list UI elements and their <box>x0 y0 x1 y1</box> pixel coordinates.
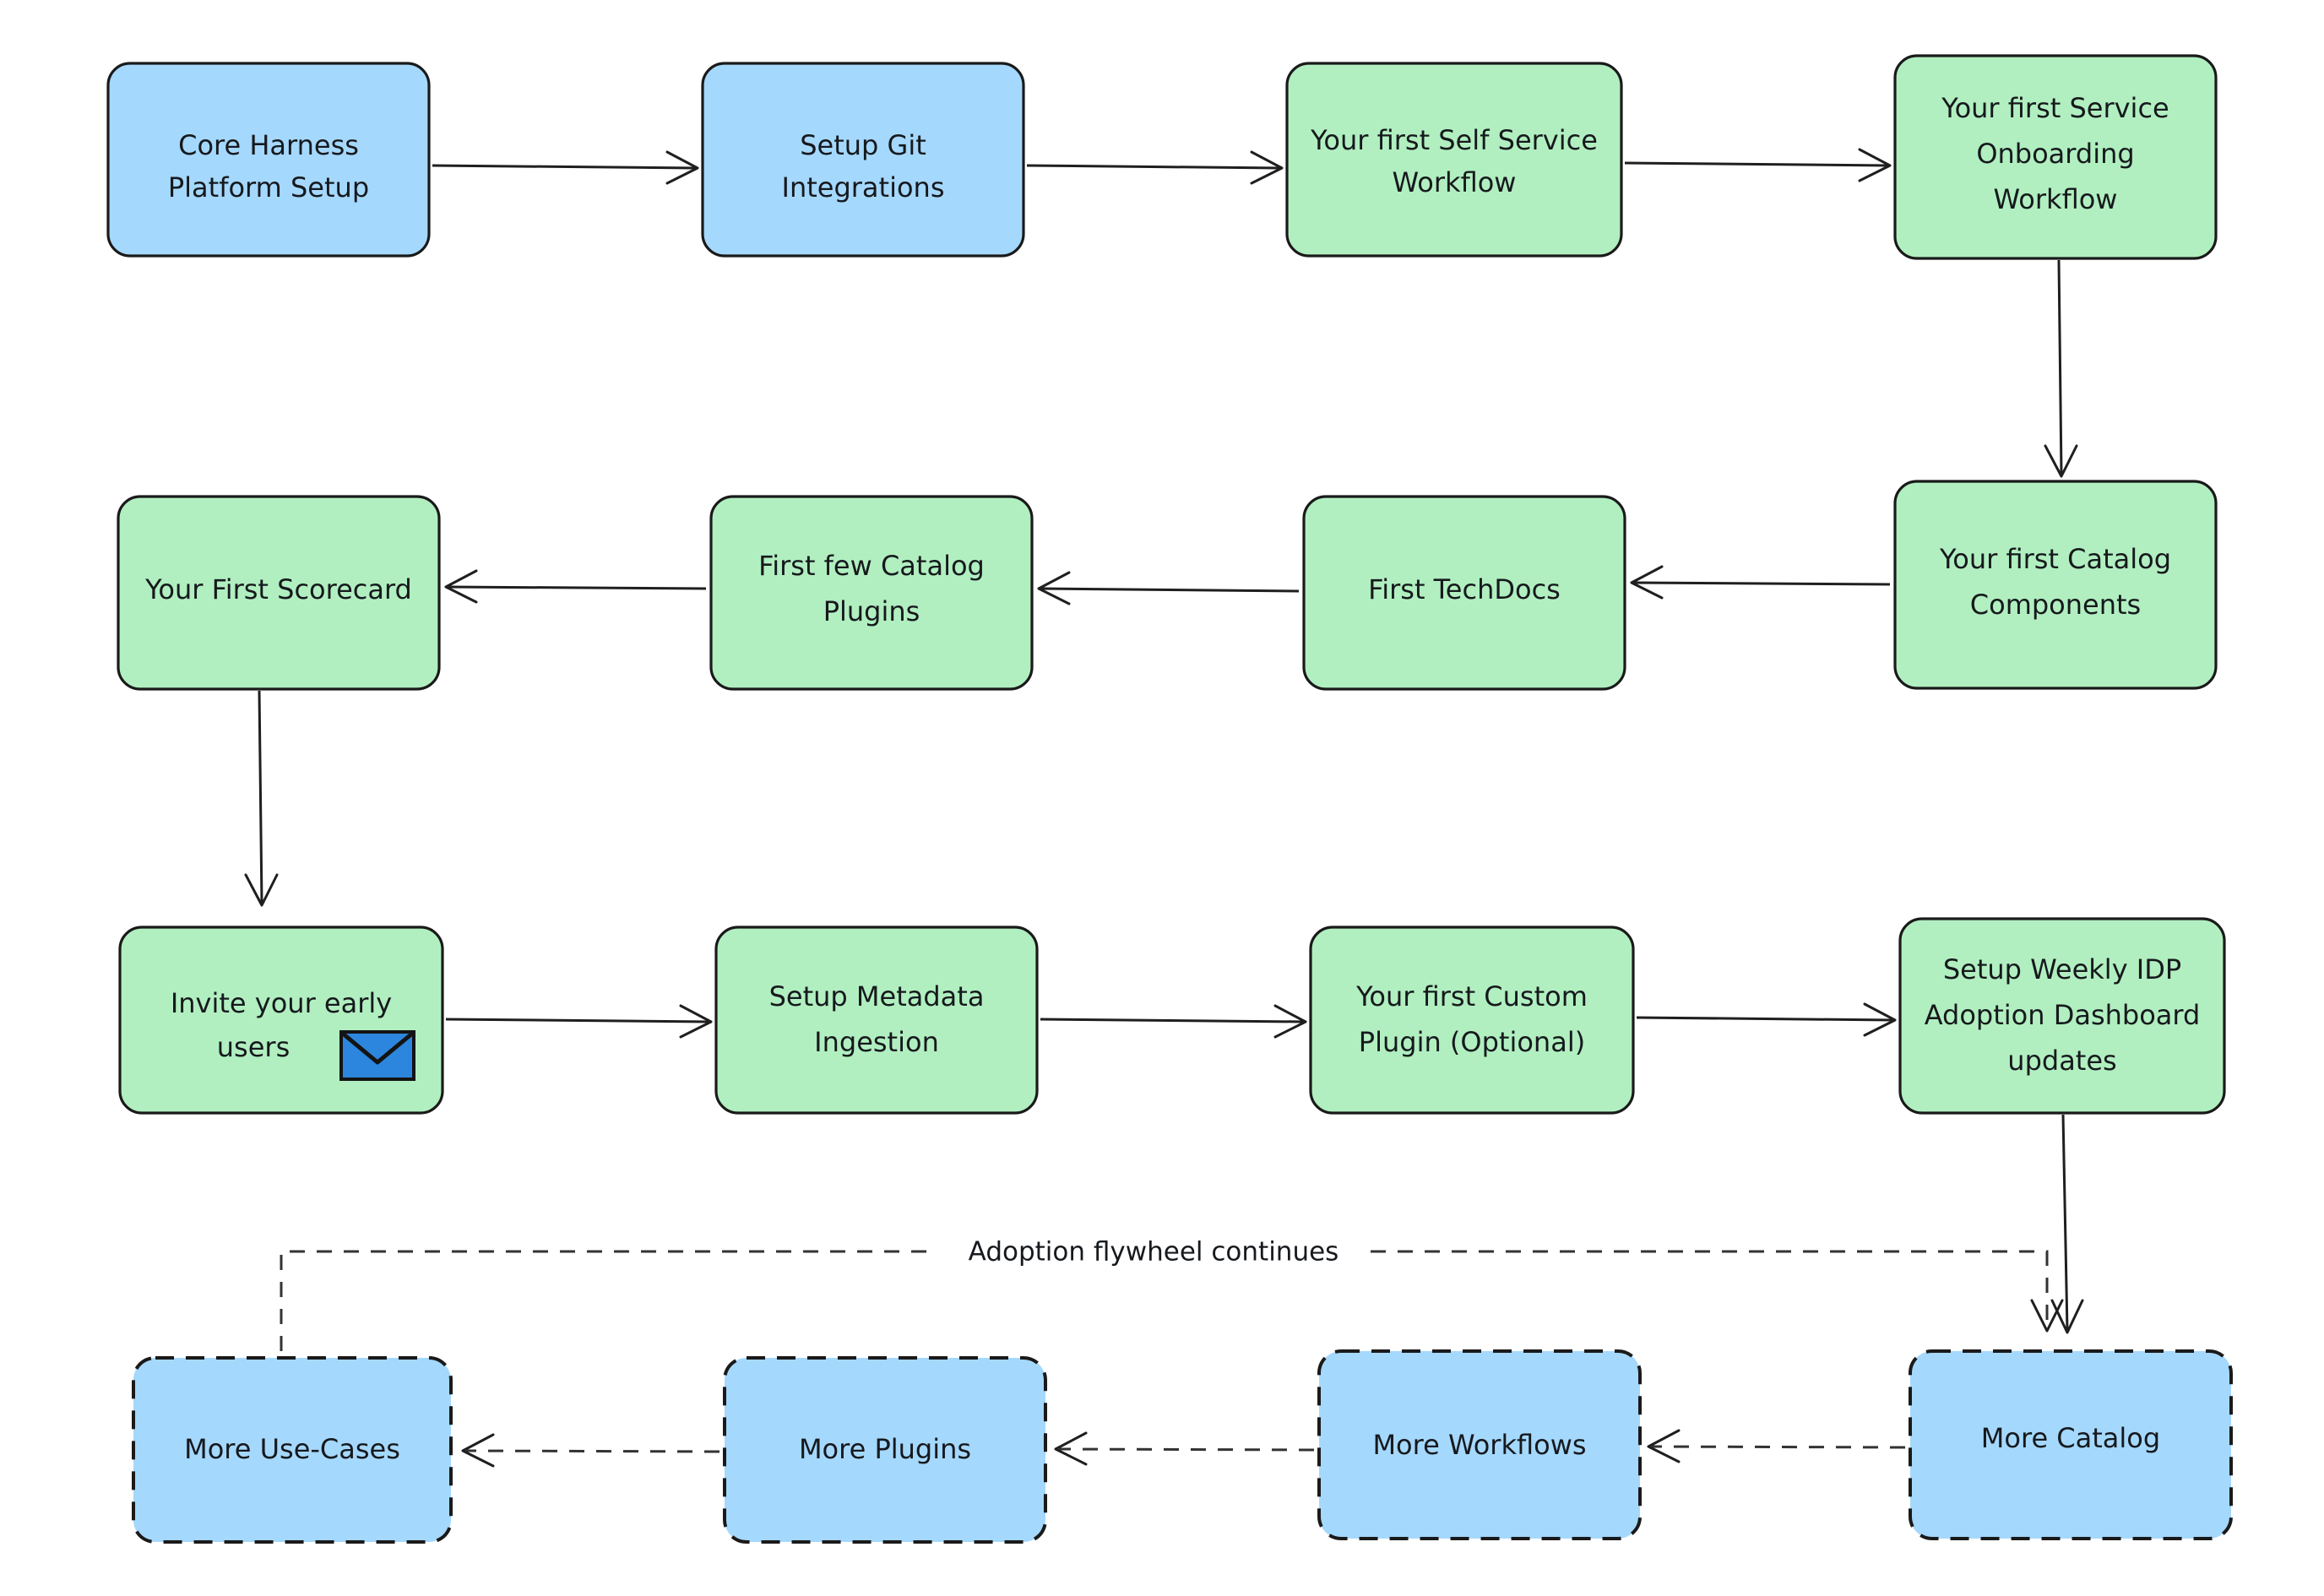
node-setup-metadata-ingestion[interactable]: Setup Metadata Ingestion <box>714 926 1039 1115</box>
node-rect-your-first-self-service-workflow[interactable] <box>1285 62 1623 258</box>
node-label-setup-git-line1: Setup Git <box>800 129 926 161</box>
node-rect-more-use-cases[interactable] <box>132 1356 453 1544</box>
node-rect-setup-weekly-idp-adoption-dashboard-updates[interactable] <box>1898 917 2226 1115</box>
edge-catalogcomponents-to-techdocs <box>1630 565 1891 600</box>
node-label-more-catalog: More Catalog <box>1981 1422 2160 1454</box>
node-label-more-workflows: More Workflows <box>1372 1429 1586 1461</box>
edge-git-to-selfservice <box>1026 150 1284 185</box>
node-label-catalog-plugins-line1: First few Catalog <box>758 550 985 582</box>
node-your-first-service-onboarding-workflow[interactable]: Your first Service Onboarding Workflow <box>1893 54 2218 260</box>
edges-layer: Adoption flywheel continues <box>244 148 2084 1468</box>
edge-catalogplugins-to-scorecard <box>444 569 707 604</box>
node-rect-first-techdocs[interactable] <box>1302 495 1626 691</box>
node-label-self-service-line2: Workflow <box>1393 166 1517 198</box>
node-label-your-first-scorecard: Your First Scorecard <box>144 573 412 605</box>
edge-invite-to-metadata <box>445 1004 713 1039</box>
node-setup-weekly-idp-adoption-dashboard-updates[interactable]: Setup Weekly IDP Adoption Dashboard upda… <box>1898 917 2226 1115</box>
node-your-first-scorecard[interactable]: Your First Scorecard <box>117 495 441 691</box>
edge-customplugin-to-dashboard <box>1636 1002 1897 1037</box>
edge-selfservice-to-onboarding <box>1624 148 1892 182</box>
edge-label-adoption-flywheel: Adoption flywheel continues <box>969 1237 1339 1268</box>
node-label-more-plugins: More Plugins <box>799 1433 971 1465</box>
node-label-weekly-idp-line3: updates <box>2007 1045 2116 1077</box>
node-label-custom-plugin-line1: Your first Custom <box>1355 980 1588 1012</box>
edge-scorecard-to-invite <box>244 690 279 907</box>
node-label-invite-line2: users <box>217 1031 290 1063</box>
node-label-weekly-idp-line2: Adoption Dashboard <box>1925 999 2201 1031</box>
node-your-first-self-service-workflow[interactable]: Your first Self Service Workflow <box>1285 62 1623 258</box>
node-first-few-catalog-plugins[interactable]: First few Catalog Plugins <box>709 495 1034 691</box>
node-label-catalog-plugins-line2: Plugins <box>823 595 920 627</box>
node-your-first-custom-plugin-optional[interactable]: Your first Custom Plugin (Optional) <box>1309 926 1635 1115</box>
node-rect-more-catalog[interactable] <box>1909 1349 2233 1540</box>
node-rect-more-workflows[interactable] <box>1317 1349 1642 1540</box>
edge-dashboard-to-morecatalog <box>2050 1114 2084 1334</box>
node-rect-your-first-service-onboarding-workflow[interactable] <box>1893 54 2218 260</box>
flywheel-label-backdrop <box>937 1230 1370 1275</box>
node-rect-setup-git-integrations[interactable] <box>701 62 1025 258</box>
node-rect-setup-metadata-ingestion[interactable] <box>714 926 1039 1115</box>
node-more-plugins[interactable]: More Plugins <box>723 1356 1047 1544</box>
node-label-first-techdocs: First TechDocs <box>1368 573 1561 605</box>
node-more-catalog[interactable]: More Catalog <box>1909 1349 2233 1540</box>
edge-moreworkflows-to-moreplugins <box>1054 1431 1315 1466</box>
node-label-metadata-line1: Setup Metadata <box>769 980 985 1012</box>
node-label-onboarding-line2: Onboarding <box>1976 138 2134 170</box>
node-rect-more-plugins[interactable] <box>723 1356 1047 1544</box>
node-label-custom-plugin-line2: Plugin (Optional) <box>1359 1026 1585 1058</box>
node-label-core-harness-line1: Core Harness <box>178 129 359 161</box>
node-invite-your-early-users[interactable]: Invite your early users <box>118 926 444 1115</box>
edge-flywheel-loop: Adoption flywheel continues <box>280 1230 2064 1351</box>
node-your-first-catalog-components[interactable]: Your first Catalog Components <box>1893 480 2218 690</box>
envelope-icon <box>339 1030 415 1081</box>
node-label-catalog-components-line2: Components <box>1970 589 2141 621</box>
node-setup-git-integrations[interactable]: Setup Git Integrations <box>701 62 1025 258</box>
edge-onboarding-to-catalogcomponents <box>2044 259 2078 478</box>
node-rect-invite-your-early-users[interactable] <box>118 926 444 1115</box>
edge-moreplugins-to-moreusecases <box>461 1433 720 1468</box>
node-label-onboarding-line1: Your first Service <box>1941 92 2169 124</box>
nodes-layer: Core Harness Platform Setup Setup Git In… <box>106 54 2233 1544</box>
edge-metadata-to-customplugin <box>1040 1004 1307 1039</box>
node-label-onboarding-line3: Workflow <box>1994 183 2118 215</box>
node-more-workflows[interactable]: More Workflows <box>1317 1349 1642 1540</box>
node-first-techdocs[interactable]: First TechDocs <box>1302 495 1626 691</box>
node-label-more-use-cases: More Use-Cases <box>184 1433 400 1465</box>
node-rect-your-first-custom-plugin-optional[interactable] <box>1309 926 1635 1115</box>
node-label-core-harness-line2: Platform Setup <box>168 171 369 204</box>
edge-morecatalog-to-moreworkflows <box>1647 1429 1906 1463</box>
node-rect-your-first-catalog-components[interactable] <box>1893 480 2218 690</box>
node-rect-your-first-scorecard[interactable] <box>117 495 441 691</box>
node-label-self-service-line1: Your first Self Service <box>1310 124 1598 156</box>
node-label-catalog-components-line1: Your first Catalog <box>1939 543 2171 575</box>
node-core-harness-platform-setup[interactable]: Core Harness Platform Setup <box>106 62 431 258</box>
node-rect-first-few-catalog-plugins[interactable] <box>709 495 1034 691</box>
node-rect-core-harness-platform-setup[interactable] <box>106 62 431 258</box>
node-label-weekly-idp-line1: Setup Weekly IDP <box>1943 953 2181 985</box>
edge-techdocs-to-catalogplugins <box>1037 571 1300 605</box>
node-label-setup-git-line2: Integrations <box>782 171 945 204</box>
node-label-invite-line1: Invite your early <box>171 987 392 1019</box>
edge-core-to-git <box>432 150 699 185</box>
node-label-metadata-line2: Ingestion <box>814 1026 939 1058</box>
node-more-use-cases[interactable]: More Use-Cases <box>132 1356 453 1544</box>
